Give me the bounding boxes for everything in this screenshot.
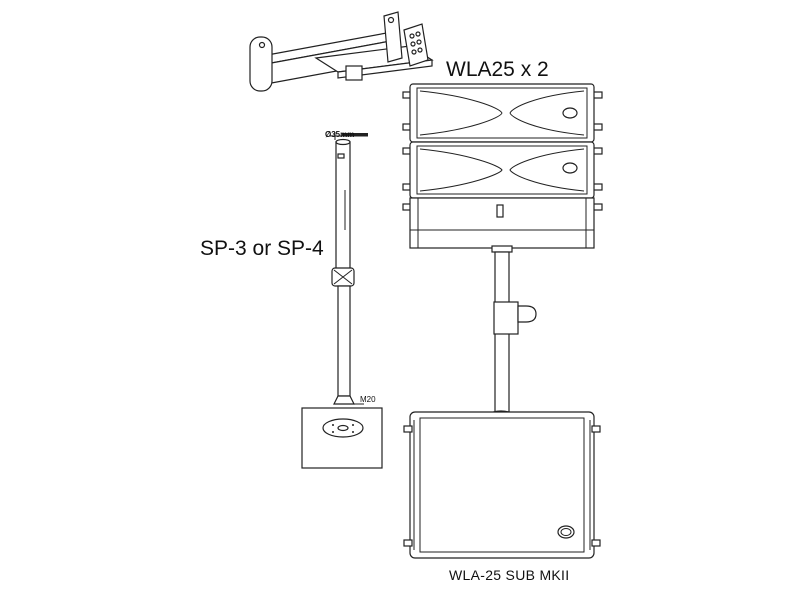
distance-pole <box>490 251 537 418</box>
thread-label: M20 <box>360 395 376 404</box>
subwoofer-label: WLA-25 SUB MKII <box>449 567 570 583</box>
speaker-pole: Ø35mm M20 <box>301 130 383 469</box>
subwoofer-cabinet <box>403 411 601 559</box>
flying-frame <box>409 197 595 253</box>
array-cabinet-bottom <box>409 141 595 199</box>
wall-mount-bracket <box>249 11 434 92</box>
line-array-cabinets <box>402 83 603 253</box>
pole-label: SP-3 or SP-4 <box>200 237 324 260</box>
array-cabinet-top <box>409 83 595 143</box>
diameter-label: Ø35mm <box>325 130 354 139</box>
array-label: WLA25 x 2 <box>446 58 549 81</box>
